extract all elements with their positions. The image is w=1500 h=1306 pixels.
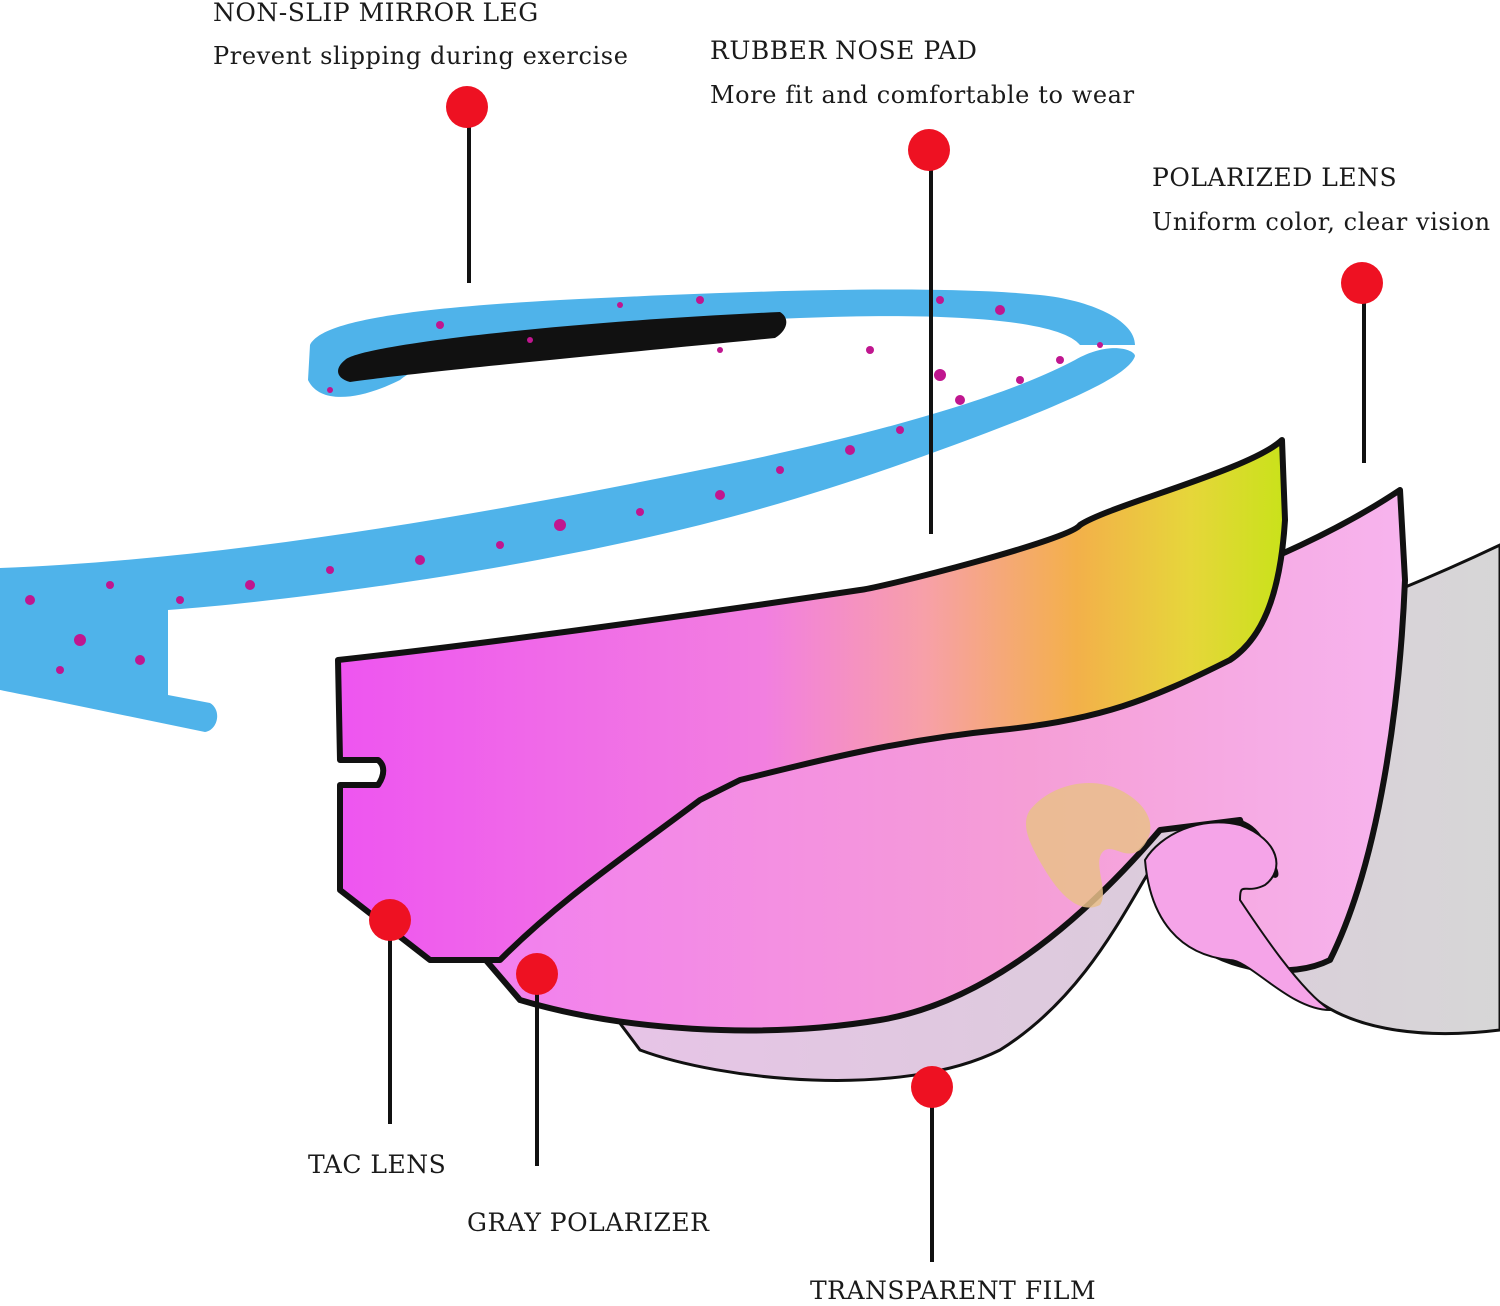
tac-lens-title: TAC LENS (308, 1150, 447, 1179)
nose-pad-shape (1025, 782, 1151, 908)
pin-tac-lens (369, 899, 411, 1124)
pin-mirror-leg (446, 86, 488, 283)
frame-temple (0, 289, 1135, 732)
mirror-leg-title: NON-SLIP MIRROR LEG (213, 0, 539, 27)
nose-pad-desc: More fit and comfortable to wear (710, 81, 1135, 109)
pin-polarized-lens (1341, 262, 1383, 463)
pin-transparent-film (911, 1066, 953, 1262)
gray-polarizer-title: GRAY POLARIZER (467, 1208, 710, 1237)
transparent-film-title: TRANSPARENT FILM (810, 1276, 1097, 1305)
mirror-leg-desc: Prevent slipping during exercise (213, 42, 629, 70)
tac-lens-shape (335, 437, 1288, 963)
polarized-lens-title: POLARIZED LENS (1152, 163, 1398, 192)
pin-nose-pad (908, 129, 950, 534)
polarized-lens-desc: Uniform color, clear vision (1152, 208, 1491, 236)
nose-pad-title: RUBBER NOSE PAD (710, 36, 978, 65)
pin-gray-polarizer (516, 953, 558, 1166)
